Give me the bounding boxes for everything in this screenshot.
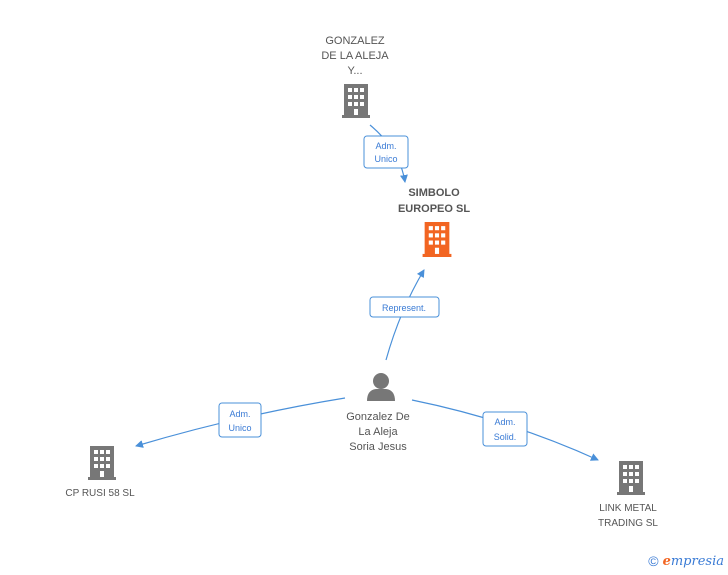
svg-text:LINK METAL: LINK METAL — [599, 503, 657, 514]
footer-brand: © empresia — [648, 553, 724, 569]
node-cp-rusi[interactable]: CP RUSI 58 SL — [65, 446, 135, 499]
svg-text:GONZALEZ: GONZALEZ — [325, 35, 385, 47]
building-icon — [617, 461, 645, 495]
svg-text:Solid.: Solid. — [494, 432, 517, 442]
svg-text:EUROPEO SL: EUROPEO SL — [398, 203, 470, 215]
node-person-gonzalez[interactable]: Gonzalez De La Aleja Soria Jesus — [346, 373, 410, 453]
svg-text:Adm.: Adm. — [375, 141, 396, 151]
node-simbolo-europeo[interactable]: SIMBOLO EUROPEO SL — [398, 187, 470, 257]
edge-label-adm-unico-top[interactable]: Adm. Unico — [363, 135, 409, 169]
svg-text:Gonzalez De: Gonzalez De — [346, 411, 410, 423]
svg-text:Y...: Y... — [347, 65, 362, 77]
empresia-logo[interactable]: empresia — [662, 553, 724, 569]
svg-text:Soria Jesus: Soria Jesus — [349, 441, 407, 453]
person-icon — [367, 373, 395, 401]
svg-text:Adm.: Adm. — [229, 409, 250, 419]
building-icon — [88, 446, 116, 480]
svg-text:CP RUSI 58 SL: CP RUSI 58 SL — [65, 488, 135, 499]
edge-label-adm-unico-left[interactable]: Adm. Unico — [218, 402, 262, 438]
svg-text:DE LA ALEJA: DE LA ALEJA — [321, 50, 389, 62]
building-icon — [342, 84, 370, 118]
svg-text:Represent.: Represent. — [382, 303, 426, 313]
node-gonzalez-aleja-y[interactable]: GONZALEZ DE LA ALEJA Y... — [321, 35, 389, 118]
svg-text:Unico: Unico — [228, 423, 251, 433]
edge-label-represent[interactable]: Represent. — [369, 296, 440, 318]
svg-text:SIMBOLO: SIMBOLO — [408, 187, 460, 199]
node-link-metal[interactable]: LINK METAL TRADING SL — [598, 461, 658, 529]
svg-text:TRADING SL: TRADING SL — [598, 518, 658, 529]
svg-text:Adm.: Adm. — [494, 417, 515, 427]
building-icon — [422, 222, 452, 257]
copyright-symbol: © — [648, 553, 659, 569]
edge-label-adm-solid[interactable]: Adm. Solid. — [482, 411, 528, 447]
svg-text:La Aleja: La Aleja — [358, 426, 398, 438]
svg-text:Unico: Unico — [374, 154, 397, 164]
